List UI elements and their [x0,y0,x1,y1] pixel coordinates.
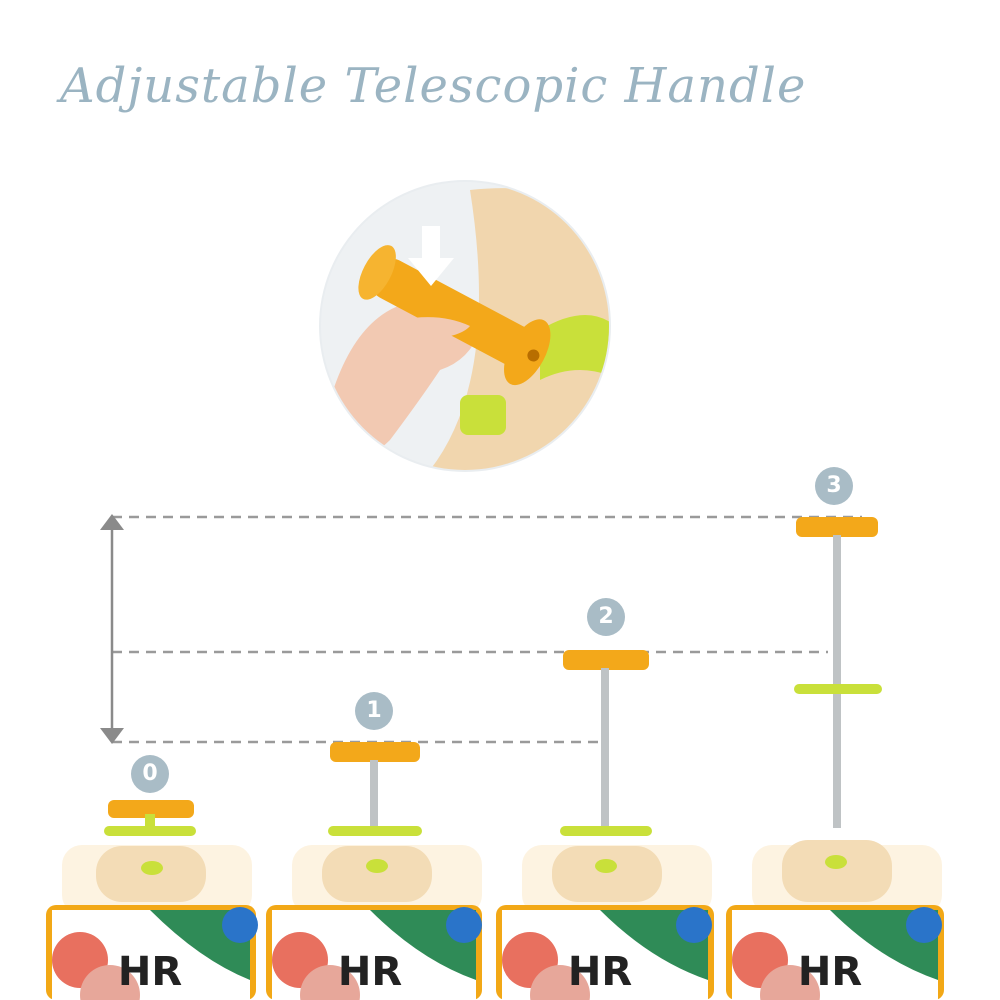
press-down-arrow-icon [408,226,454,286]
suitcase-level-0: HR [46,800,258,1000]
suitcase-level-2: HR [496,650,714,1000]
suitcase-level-3: HR [726,517,944,1000]
closeup-detail-image [319,180,611,472]
svg-text:HR: HR [118,949,182,995]
svg-text:HR: HR [798,949,862,995]
page-title: Adjustable Telescopic Handle [60,58,807,114]
svg-text:HR: HR [568,949,632,995]
level-badge-0: 0 [131,755,169,793]
height-range-arrow-icon [100,514,124,744]
height-guide-lines [112,515,862,744]
level-badge-2: 2 [587,598,625,636]
suitcase-level-1: HR [266,742,482,1000]
level-badge-1: 1 [355,692,393,730]
level-badge-3: 3 [815,467,853,505]
svg-text:HR: HR [338,949,402,995]
